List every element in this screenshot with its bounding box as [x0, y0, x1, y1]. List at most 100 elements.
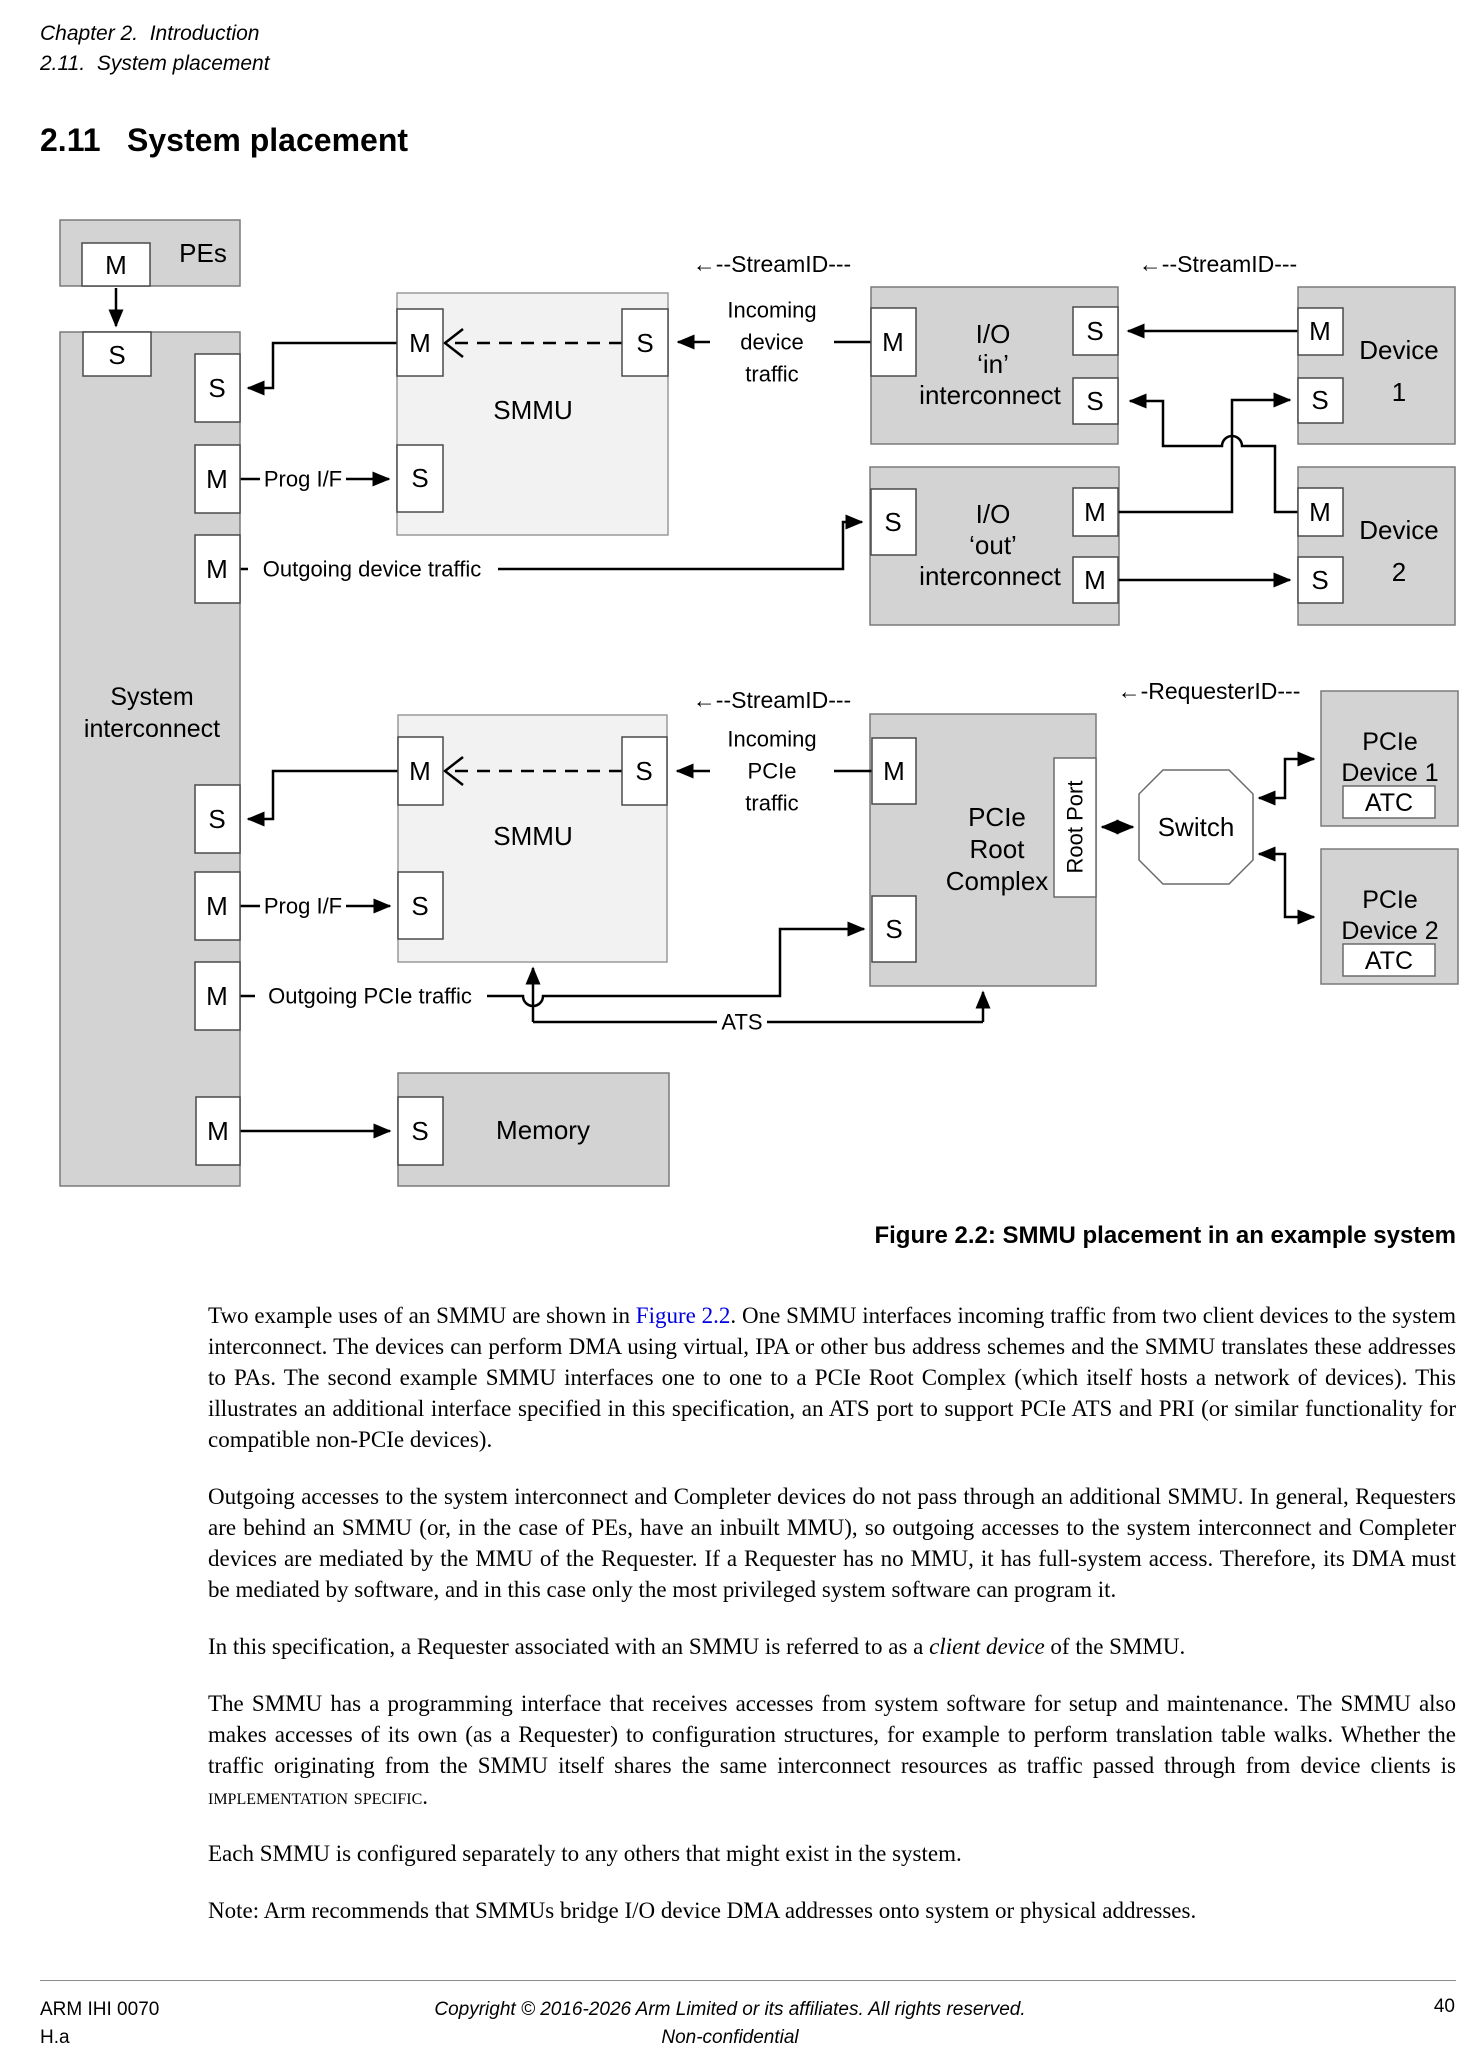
- pcie-device1-box: PCIe Device 1 ATC: [1320, 690, 1459, 827]
- svg-text:M: M: [105, 250, 127, 280]
- streamid-label-3: ←--StreamID---: [693, 687, 851, 713]
- footer-doc-id: ARM IHI 0070 H.a: [40, 1996, 159, 2052]
- svg-text:S: S: [411, 463, 428, 493]
- system-interconnect-label: System: [110, 683, 193, 711]
- body-text: The SMMU has a programming interface tha…: [208, 1691, 1456, 1778]
- smmu2-s-port: S: [621, 736, 668, 806]
- io-out-label: I/O: [976, 499, 1011, 529]
- io-out-label: ‘out’: [969, 530, 1017, 560]
- device1-label: Device: [1359, 335, 1438, 365]
- atc-label: ATC: [1365, 789, 1413, 817]
- device2-label: Device: [1359, 515, 1438, 545]
- footer-page-number: 40: [1433, 1996, 1455, 2017]
- smmu1-label: SMMU: [493, 395, 572, 425]
- svg-text:S: S: [208, 373, 225, 403]
- pcie-device1-label: PCIe: [1362, 728, 1418, 756]
- io-in-s1-port: S: [1072, 306, 1119, 356]
- smmu-placement-diagram: PEs System interconnect SMMU SMMU I/O ‘i…: [59, 219, 1459, 1187]
- svg-text:S: S: [1311, 565, 1328, 595]
- device1-s-port: S: [1297, 377, 1344, 424]
- interconnect-m4-port: M: [194, 961, 241, 1031]
- pcie-device2-box: PCIe Device 2 ATC: [1320, 848, 1459, 985]
- outgoing-pcie-label: Outgoing PCIe traffic: [268, 984, 472, 1009]
- smmu2-label: SMMU: [493, 821, 572, 851]
- interconnect-m3-port: M: [194, 871, 241, 941]
- incoming-device-label: device: [740, 330, 804, 355]
- streamid-label-1: ←--StreamID---: [693, 251, 851, 277]
- svg-text:M: M: [1084, 497, 1106, 527]
- body-text: Outgoing accesses to the system intercon…: [208, 1484, 1456, 1602]
- breadcrumb-chapter: Chapter 2. Introduction: [40, 22, 260, 45]
- svg-text:S: S: [411, 1116, 428, 1146]
- footer-rule: [40, 1980, 1456, 1981]
- figure-caption: Figure 2.2: SMMU placement in an example…: [874, 1222, 1456, 1249]
- outgoing-pcie-arrow: [240, 921, 866, 1008]
- body-text: Note: Arm recommends that SMMUs bridge I…: [208, 1898, 1197, 1923]
- incoming-device-label: Incoming: [727, 298, 816, 323]
- footer-copyright: Copyright © 2016-2026 Arm Limited or its…: [434, 1999, 1026, 2020]
- footer-doc-number: ARM IHI 0070: [40, 1999, 160, 2020]
- incoming-device-label: traffic: [745, 362, 798, 387]
- io-out-m1-port: M: [1072, 487, 1119, 537]
- outgoing-device-label: Outgoing device traffic: [263, 557, 482, 582]
- io-in-s2-port: S: [1072, 377, 1119, 425]
- streamid-label-2: ←--StreamID---: [1139, 251, 1297, 277]
- section-title-text: System placement: [127, 122, 409, 158]
- svg-text:S: S: [885, 914, 902, 944]
- svg-text:M: M: [207, 1116, 229, 1146]
- section-number: 2.11: [40, 122, 101, 158]
- atc-label: ATC: [1365, 947, 1413, 975]
- paragraph: In this specification, a Requester assoc…: [208, 1631, 1456, 1662]
- body-text: client device: [929, 1634, 1045, 1659]
- rc-s-port: S: [871, 895, 917, 963]
- rc-m-port: M: [871, 737, 917, 805]
- outgoing-device-arrow: [240, 514, 864, 571]
- device2-label: 2: [1392, 557, 1406, 587]
- interconnect-m2-port: M: [194, 534, 241, 604]
- svg-text:S: S: [411, 891, 428, 921]
- io-out-m2-port: M: [1072, 556, 1119, 604]
- requesterid-label: ←-RequesterID---: [1118, 678, 1301, 704]
- incoming-pcie-label: PCIe: [748, 759, 797, 784]
- figure-2-2-link[interactable]: Figure 2.2: [635, 1303, 731, 1328]
- smmu1-return-arrow: [246, 341, 397, 396]
- svg-text:M: M: [1084, 565, 1106, 595]
- switch-octagon: Switch: [1138, 769, 1254, 885]
- paragraph: Each SMMU is configured separately to an…: [208, 1838, 1456, 1869]
- io-out-s-port: S: [870, 488, 917, 556]
- smmu1-prog-s-port: S: [396, 444, 444, 513]
- footer-center: Copyright © 2016-2026 Arm Limited or its…: [40, 1996, 1420, 2052]
- paragraph: Two example uses of an SMMU are shown in…: [208, 1300, 1456, 1455]
- svg-text:M: M: [206, 464, 228, 494]
- svg-text:S: S: [884, 507, 901, 537]
- pcie-rc-label: Root: [970, 834, 1026, 864]
- body-text: . One SMMU interfaces incoming traffic f…: [208, 1303, 1456, 1452]
- paragraph: The SMMU has a programming interface tha…: [208, 1688, 1456, 1812]
- paragraph: Outgoing accesses to the system intercon…: [208, 1481, 1456, 1605]
- svg-text:M: M: [882, 327, 904, 357]
- memory-label: Memory: [496, 1115, 590, 1145]
- interconnect-m5-port: M: [195, 1096, 241, 1166]
- smmu1-m-port: M: [396, 308, 444, 377]
- prog-if-label-2: Prog I/F: [264, 894, 342, 919]
- ioout-to-device1-arrow: [1118, 392, 1292, 514]
- body-text: Two example uses of an SMMU are shown in: [208, 1303, 636, 1328]
- svg-text:M: M: [1309, 497, 1331, 527]
- interconnect-s1-port: S: [194, 353, 241, 423]
- svg-text:M: M: [206, 554, 228, 584]
- pes-m-port: M: [81, 242, 151, 287]
- interconnect-m1-port: M: [194, 444, 241, 514]
- smmu2-dashed-arrowhead: [442, 756, 464, 786]
- body-text: Each SMMU is configured separately to an…: [208, 1841, 962, 1866]
- root-port-label: Root Port: [1063, 781, 1088, 874]
- switch-label: Switch: [1158, 812, 1235, 842]
- svg-text:S: S: [636, 328, 653, 358]
- smmu2-m-port: M: [397, 736, 444, 806]
- body-paragraphs: Two example uses of an SMMU are shown in…: [208, 1300, 1456, 1952]
- svg-text:S: S: [635, 756, 652, 786]
- paragraph: Note: Arm recommends that SMMUs bridge I…: [208, 1895, 1456, 1926]
- io-in-label: interconnect: [919, 380, 1061, 410]
- ats-label: ATS: [721, 1010, 762, 1035]
- pcie-rc-label: Complex: [946, 866, 1049, 896]
